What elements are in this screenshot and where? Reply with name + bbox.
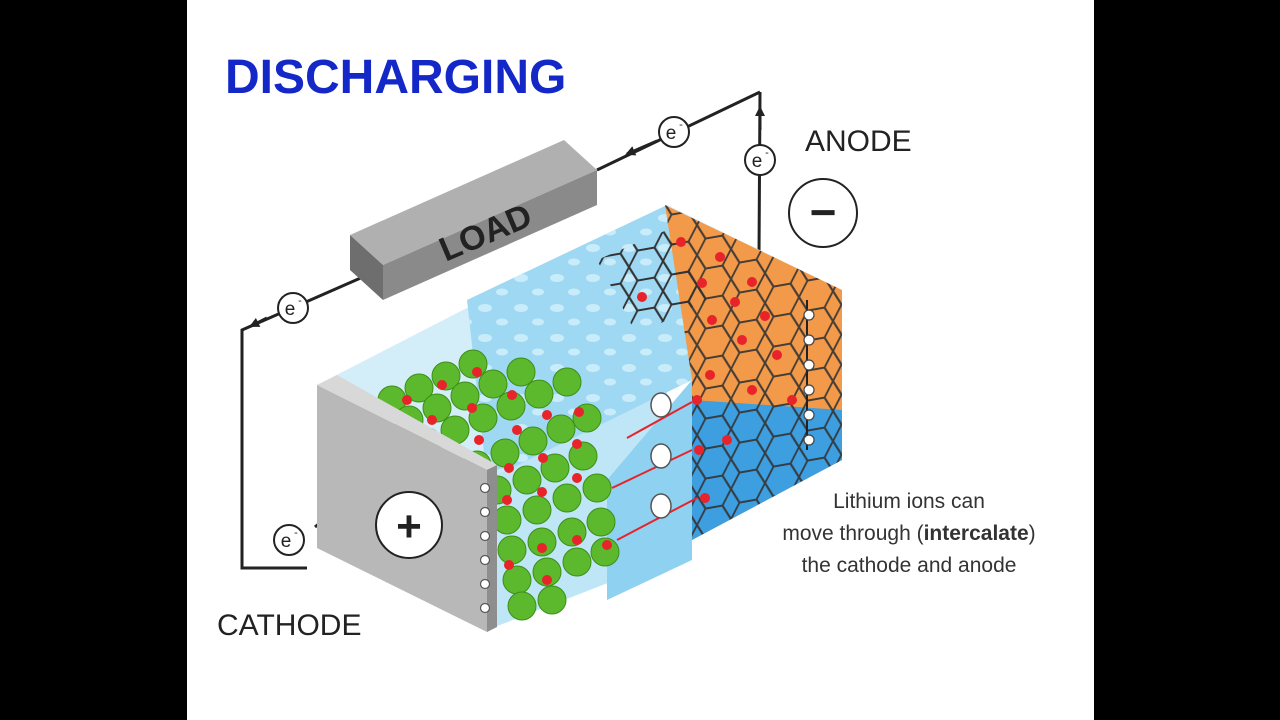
anode-negative-sign: − [788,178,858,248]
caption-line-3: the cathode and anode [802,554,1017,577]
anode-block [597,205,842,540]
electron-badge: e - [273,524,305,556]
battery-discharge-diagram: DISCHARGING LOAD e - e - e - e - ANODE [217,51,1036,642]
anode-label: ANODE [805,125,912,158]
svg-text:−: − [810,186,837,238]
cathode-label: CATHODE [217,609,361,642]
electron-badge: e - [658,116,690,148]
caption: Lithium ions can move through (intercala… [782,490,1035,577]
ion-migration-arrows [611,401,698,541]
electron-badge: e - [744,144,776,176]
anode-collector-electrons [803,309,815,446]
svg-text:-: - [294,527,298,539]
caption-line-1: Lithium ions can [833,490,985,513]
diagram-title: DISCHARGING [225,51,566,104]
svg-text:e: e [666,123,677,144]
lithium-ions [402,237,797,585]
svg-text:-: - [679,119,683,131]
svg-text:e: e [281,531,292,552]
electron-flow-arrow-down [249,316,268,328]
separator-electron-markers [650,392,672,519]
svg-text:+: + [396,502,422,551]
cathode-collector-electrons [479,482,491,614]
diagram-canvas: DISCHARGING LOAD e - e - e - e - ANODE [187,0,1094,720]
svg-text:-: - [298,295,302,307]
caption-line-2: move through (intercalate) [782,522,1035,545]
separator-lower [607,380,692,600]
electron-flow-arrow-left [625,139,658,156]
electron-badge: e - [277,292,309,324]
svg-text:e: e [752,151,763,172]
cathode-positive-sign: + [375,491,443,559]
svg-text:e: e [285,299,296,320]
svg-text:-: - [765,147,769,159]
